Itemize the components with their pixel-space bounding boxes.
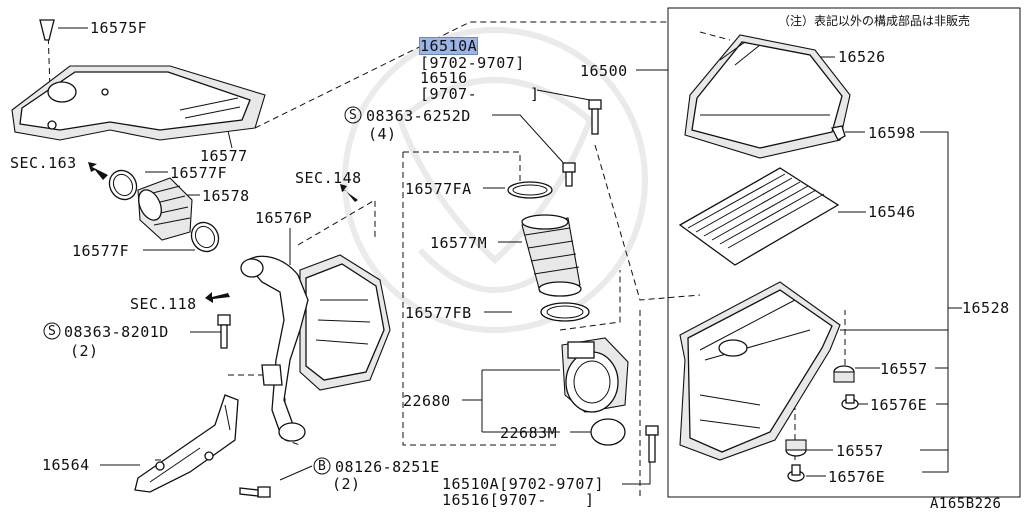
arrow-sec118-icon xyxy=(205,292,230,303)
label-16526[interactable]: 16526 xyxy=(838,48,886,66)
label-22680[interactable]: 22680 xyxy=(403,392,451,410)
bolt-08363-6252D xyxy=(562,162,576,187)
note-not-sold: （注）表記以外の構成部品は非販売 xyxy=(778,14,971,28)
label-16577[interactable]: 16577 xyxy=(200,147,248,165)
label-16577M[interactable]: 16577M xyxy=(430,234,488,252)
label-16576E-a[interactable]: 16576E xyxy=(870,396,928,414)
label-16577F-top[interactable]: 16577F xyxy=(170,164,228,182)
label-16576E-b[interactable]: 16576E xyxy=(828,468,886,486)
clip-16575F xyxy=(39,19,55,41)
label-08363-6252D-qty: (4) xyxy=(368,125,397,143)
grommet-16557-a xyxy=(833,365,855,383)
label-16576P[interactable]: 16576P xyxy=(255,209,313,227)
bracket-16564 xyxy=(134,394,239,493)
hose-16578 xyxy=(137,177,193,241)
label-16516-date-end: ] xyxy=(530,85,540,103)
label-16557-a[interactable]: 16557 xyxy=(880,360,928,378)
label-16598[interactable]: 16598 xyxy=(868,124,916,142)
label-sec163[interactable]: SEC.163 xyxy=(10,154,77,172)
label-08363-8201D[interactable]: 08363-8201D xyxy=(64,323,169,341)
b-symbol-icon xyxy=(313,457,331,475)
label-08363-8201D-qty: (2) xyxy=(70,342,99,360)
label-16510A[interactable]: 16510A xyxy=(418,37,479,55)
label-sec118[interactable]: SEC.118 xyxy=(130,295,197,313)
maf-sensor-22680 xyxy=(561,337,629,413)
cover-16526 xyxy=(684,34,851,159)
s-symbol-label: S xyxy=(48,324,57,339)
hose-16577M xyxy=(521,214,582,297)
figure-id: A165B226 xyxy=(930,496,1002,512)
clamp-16577FB xyxy=(540,302,590,322)
label-16510A-date: [9702-9707] xyxy=(420,54,525,72)
arrow-sec148-icon xyxy=(340,184,358,202)
label-16577F-left[interactable]: 16577F xyxy=(72,242,130,260)
label-08126-8251E-qty: (2) xyxy=(332,475,361,493)
label-16500[interactable]: 16500 xyxy=(580,62,628,80)
label-sec148[interactable]: SEC.148 xyxy=(295,169,362,187)
direction-arrows xyxy=(88,162,358,303)
label-16578[interactable]: 16578 xyxy=(202,187,250,205)
label-22683M[interactable]: 22683M xyxy=(500,424,558,442)
clamp-16577F-top xyxy=(108,169,138,201)
label-bottom-16516[interactable]: 16516[9707- ] xyxy=(442,491,595,509)
seal-22683M xyxy=(590,418,626,446)
bolt-center-bottom xyxy=(645,425,659,463)
s-symbol-label: S xyxy=(349,108,358,123)
s-symbol-icon xyxy=(344,106,362,124)
label-16575F[interactable]: 16575F xyxy=(90,19,148,37)
label-16516[interactable]: 16516 xyxy=(420,69,468,87)
assembly-frame xyxy=(667,7,1021,498)
filter-16546 xyxy=(678,167,840,266)
label-08126-8251E[interactable]: 08126-8251E xyxy=(335,458,440,476)
b-symbol-label: B xyxy=(318,459,327,474)
label-16516-date: [9707- xyxy=(420,85,478,103)
arrow-sec163-icon xyxy=(88,162,108,180)
bolt-16500 xyxy=(588,99,602,135)
mount-16576E-b xyxy=(787,464,805,482)
label-08363-6252D[interactable]: 08363-6252D xyxy=(366,107,471,125)
label-16564[interactable]: 16564 xyxy=(42,456,90,474)
mount-16576E-a xyxy=(841,394,859,410)
clip-16598 xyxy=(831,125,846,141)
label-16557-b[interactable]: 16557 xyxy=(836,442,884,460)
clamp-16577F-left xyxy=(190,221,220,253)
s-symbol-icon xyxy=(43,322,61,340)
resonator-16576P xyxy=(240,254,391,442)
grommet-16557-b xyxy=(785,439,807,457)
label-16528[interactable]: 16528 xyxy=(962,299,1010,317)
bolt-08363-8201D xyxy=(217,314,231,349)
body-16528 xyxy=(679,281,841,461)
label-16546[interactable]: 16546 xyxy=(868,203,916,221)
label-16577FB[interactable]: 16577FB xyxy=(405,304,472,322)
bolt-08126-8251E xyxy=(239,486,271,498)
duct-16577 xyxy=(11,65,266,141)
clamp-16577FA xyxy=(507,181,553,199)
label-16577FA[interactable]: 16577FA xyxy=(405,180,472,198)
label-bottom-16510A[interactable]: 16510A[9702-9707] xyxy=(442,475,605,493)
